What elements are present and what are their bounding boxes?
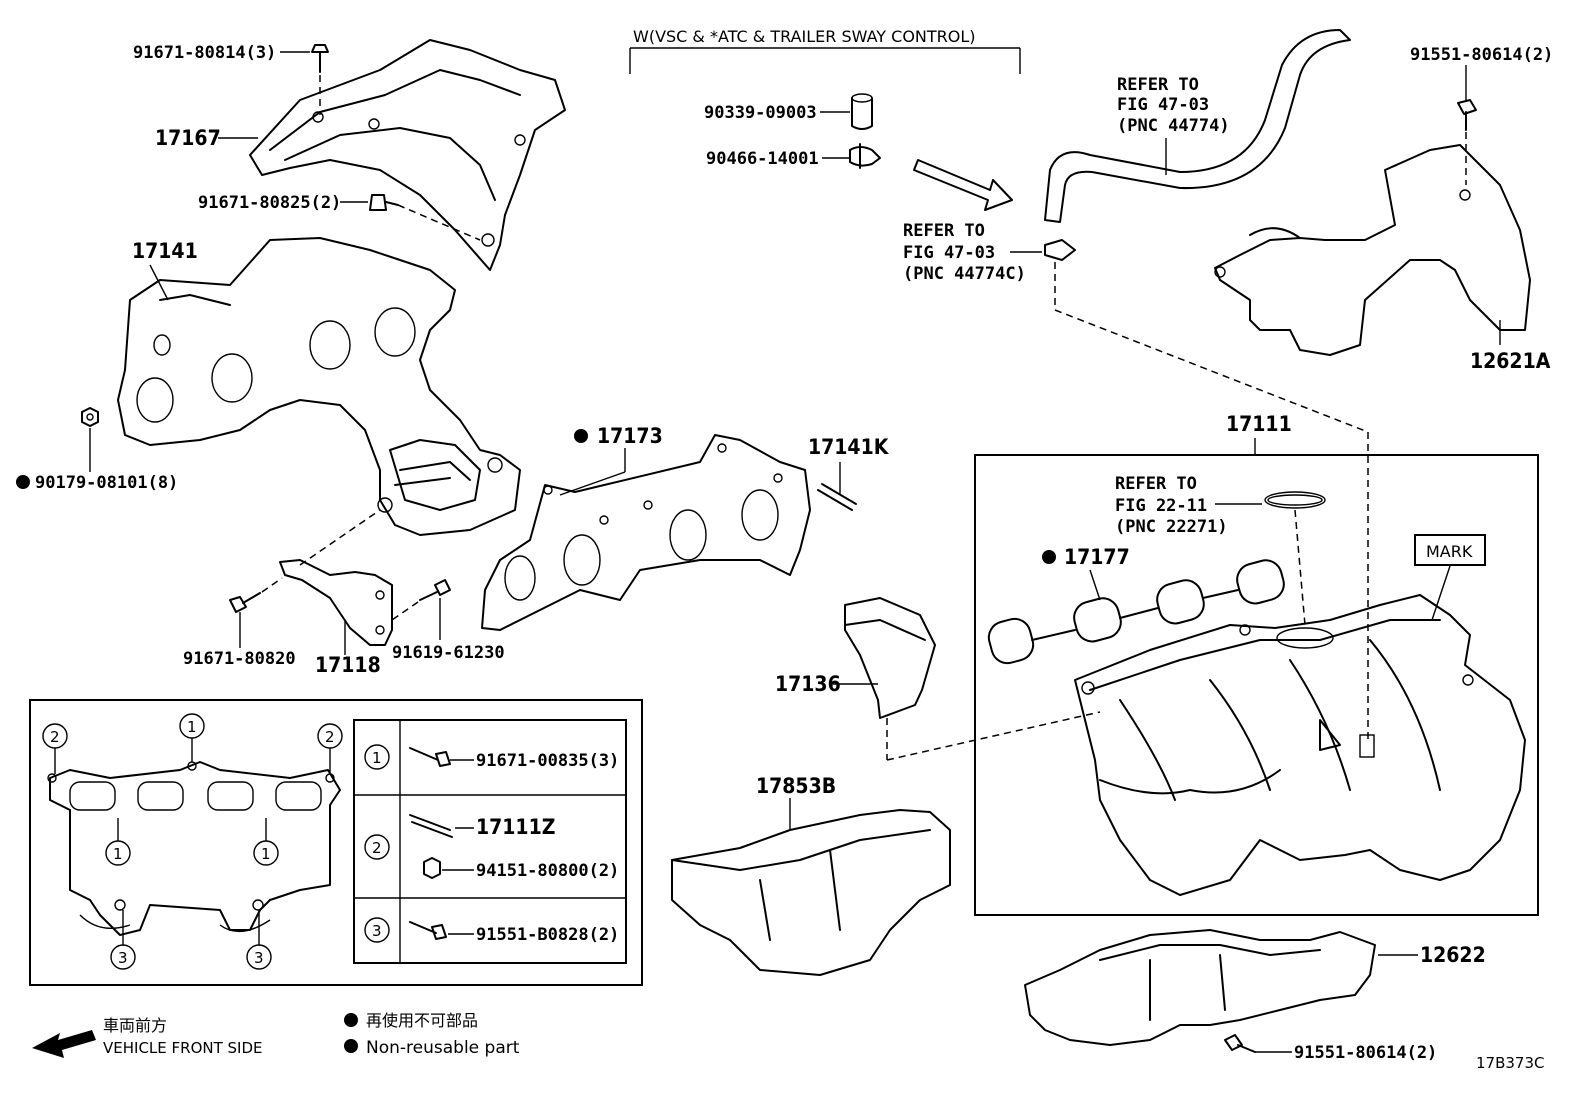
- bolt-91551-80614-bottom: [1224, 1034, 1256, 1053]
- svg-text:1: 1: [187, 718, 197, 736]
- legend-front-en: VEHICLE FRONT SIDE: [103, 1039, 263, 1057]
- label-12621A: 12621A: [1470, 349, 1551, 373]
- bracket-17118: [279, 509, 393, 646]
- part-17853B: [671, 809, 951, 976]
- refer-2-line1: REFER TO: [903, 221, 985, 241]
- label-17141: 17141: [132, 239, 198, 263]
- svg-text:2: 2: [372, 839, 382, 857]
- label-91551-80614-top: 91551-80614(2): [1410, 45, 1553, 65]
- gasket-17173: [481, 434, 811, 631]
- nut-94151-80800-label: 94151-80800(2): [476, 861, 619, 881]
- non-reusable-dot: [574, 429, 588, 443]
- svg-text:3: 3: [118, 949, 128, 967]
- refer-1-line2: FIG 47-03: [1117, 95, 1209, 115]
- refer-3-line1: REFER TO: [1115, 474, 1197, 494]
- label-12622: 12622: [1420, 943, 1486, 967]
- non-reusable-dot: [1042, 550, 1056, 564]
- refer-3-line3: (PNC 22271): [1115, 517, 1228, 537]
- mark-box: [1414, 534, 1486, 566]
- callout-1-right: 1: [253, 818, 279, 866]
- exhaust-manifold-17141: [117, 237, 521, 536]
- mark-label: MARK: [1426, 542, 1473, 561]
- callout-1-left: 1: [105, 818, 131, 866]
- svg-text:1: 1: [261, 845, 271, 863]
- label-17141K: 17141K: [808, 435, 890, 459]
- label-91671-80825: 91671-80825(2): [198, 193, 341, 213]
- variant-note: W(VSC & *ATC & TRAILER SWAY CONTROL): [633, 27, 976, 46]
- bolt-91619-61230: [391, 579, 451, 621]
- detail-box: [29, 699, 643, 986]
- legend-nonreusable-en: Non-reusable part: [366, 1038, 520, 1058]
- cover-12622: [1024, 929, 1376, 1046]
- legend-dot-icon: [344, 1013, 358, 1027]
- nut-90179-08101: [81, 407, 99, 427]
- svg-text:2: 2: [325, 728, 335, 746]
- callout-2-left: 2: [42, 723, 68, 774]
- direction-arrow: [913, 159, 1013, 211]
- svg-text:2: 2: [50, 728, 60, 746]
- svg-text:3: 3: [372, 922, 382, 940]
- intake-manifold-box: [974, 454, 1539, 916]
- clamp-90466-14001: [849, 143, 881, 169]
- label-17111: 17111: [1226, 412, 1292, 436]
- label-91551-80614-bottom: 91551-80614(2): [1294, 1043, 1437, 1063]
- stud-17141K: [817, 483, 857, 511]
- table-row-1: 1 91671-00835(3): [364, 744, 619, 771]
- hose-connector: [1044, 239, 1369, 740]
- svg-text:1: 1: [372, 749, 382, 767]
- callout-3-right: 3: [246, 910, 272, 970]
- label-17173: 17173: [597, 424, 663, 448]
- callout-3-left: 3: [110, 910, 136, 970]
- refer-1-line1: REFER TO: [1117, 75, 1199, 95]
- label-17177: 17177: [1064, 545, 1130, 569]
- bolt-91671-80820: [229, 577, 283, 613]
- diagram-code: 17B373C: [1476, 1054, 1544, 1072]
- legend-front-jp: 車両前方: [103, 1016, 167, 1035]
- bolt-91671-80825: [369, 194, 481, 241]
- gasket-detail-view: [47, 761, 341, 936]
- legend-nonreusable-jp: 再使用不可部品: [366, 1011, 478, 1030]
- stud-17111Z-label: 17111Z: [476, 815, 555, 839]
- bolt-91671-80814: [311, 44, 329, 115]
- o-ring: [1264, 491, 1326, 626]
- legend-dot-icon: [344, 1039, 358, 1053]
- heat-insulator-17167: [249, 39, 566, 271]
- part-17136: [844, 597, 1101, 761]
- bolt-91551-80614-top: [1457, 99, 1477, 185]
- refer-1-line3: (PNC 44774): [1117, 116, 1230, 136]
- label-91671-80814: 91671-80814(3): [133, 43, 276, 63]
- label-17136: 17136: [775, 672, 841, 696]
- variant-bracket: [629, 47, 1021, 74]
- label-90466-14001: 90466-14001: [706, 149, 819, 169]
- bolt-table: [353, 719, 627, 964]
- bolt-91671-00835-label: 91671-00835(3): [476, 751, 619, 771]
- label-17118: 17118: [315, 653, 381, 677]
- callout-1-top: 1: [179, 713, 205, 762]
- gasket-17177: [987, 559, 1285, 665]
- callout-2-right: 2: [317, 723, 343, 774]
- refer-2-line2: FIG 47-03: [903, 243, 995, 263]
- label-90339-09003: 90339-09003: [704, 103, 817, 123]
- refer-2-line3: (PNC 44774C): [903, 264, 1026, 284]
- vacuum-hose: [1044, 29, 1351, 223]
- refer-3-line2: FIG 22-11: [1115, 496, 1207, 516]
- label-91671-80820: 91671-80820: [183, 649, 296, 669]
- cap-90339-09003: [851, 93, 873, 130]
- non-reusable-dot: [16, 475, 30, 489]
- label-91619-61230: 91619-61230: [392, 643, 505, 663]
- svg-text:3: 3: [254, 949, 264, 967]
- label-17167: 17167: [155, 126, 221, 150]
- front-arrow-icon: [32, 1030, 96, 1058]
- insulator-12621A: [1214, 144, 1531, 356]
- table-row-2: 2 17111Z 94151-80800(2): [364, 814, 619, 881]
- intake-manifold-17111: [1074, 594, 1526, 896]
- label-90179-08101: 90179-08101(8): [35, 473, 178, 493]
- label-17853B: 17853B: [756, 774, 836, 798]
- table-row-3: 3 91551-B0828(2): [364, 917, 619, 945]
- bolt-91551-B0828-label: 91551-B0828(2): [476, 925, 619, 945]
- svg-text:1: 1: [113, 845, 123, 863]
